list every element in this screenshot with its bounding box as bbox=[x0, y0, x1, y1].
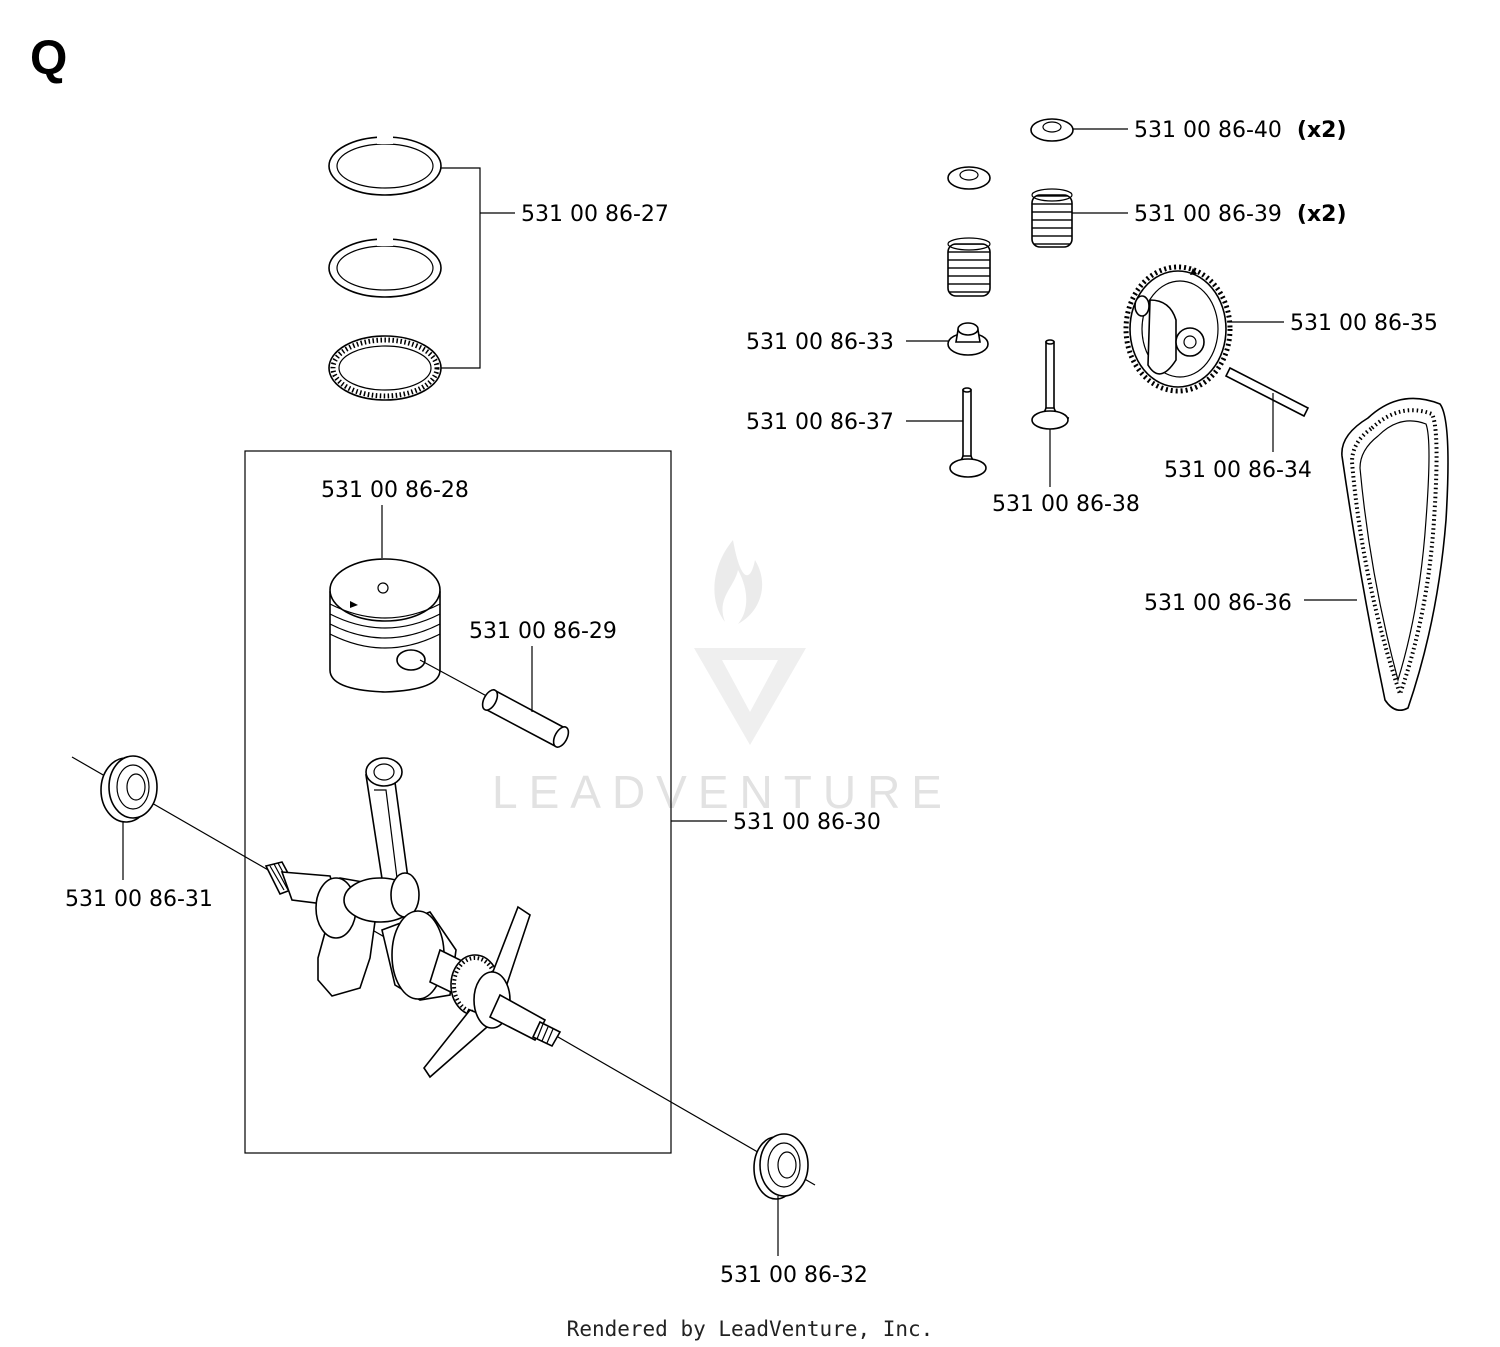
valve-spring-b bbox=[947, 237, 991, 297]
cam-pin bbox=[1224, 366, 1310, 418]
callout-p36: 531 00 86-36 bbox=[1144, 591, 1292, 616]
valve-retainer-b bbox=[947, 166, 991, 190]
callout-p28: 531 00 86-28 bbox=[321, 478, 469, 503]
callout-p35: 531 00 86-35 bbox=[1290, 311, 1438, 336]
timing-belt bbox=[1341, 397, 1449, 711]
callout-p39-qty: (x2) bbox=[1297, 202, 1347, 227]
wrist-pin bbox=[419, 659, 570, 748]
callout-p27: 531 00 86-27 bbox=[521, 202, 669, 227]
callout-p34: 531 00 86-34 bbox=[1164, 458, 1312, 483]
callout-p29: 531 00 86-29 bbox=[469, 619, 617, 644]
callout-p32: 531 00 86-32 bbox=[720, 1263, 868, 1288]
callout-p40: 531 00 86-40 (x2) bbox=[1134, 118, 1347, 143]
callout-p40-qty: (x2) bbox=[1297, 118, 1347, 143]
valve-intake bbox=[949, 387, 987, 478]
valve-stem-seal bbox=[947, 322, 989, 356]
watermark: LEADVENTURE bbox=[492, 540, 953, 818]
callout-p37: 531 00 86-37 bbox=[746, 410, 894, 435]
callout-p30: 531 00 86-30 bbox=[733, 810, 881, 835]
callout-p40-partno: 531 00 86-40 bbox=[1134, 118, 1282, 143]
crankshaft bbox=[264, 757, 562, 1079]
callout-p38: 531 00 86-38 bbox=[992, 492, 1140, 517]
section-letter: Q bbox=[30, 32, 67, 85]
callout-p39-partno: 531 00 86-39 bbox=[1134, 202, 1282, 227]
watermark-text: LEADVENTURE bbox=[492, 766, 953, 818]
kit-box bbox=[244, 450, 672, 1154]
callout-p33: 531 00 86-33 bbox=[746, 330, 894, 355]
piston-rings bbox=[328, 132, 442, 401]
cam-gear bbox=[1123, 264, 1233, 394]
callout-p39: 531 00 86-39 (x2) bbox=[1134, 202, 1347, 227]
piston bbox=[329, 558, 441, 693]
callout-p31: 531 00 86-31 bbox=[65, 887, 213, 912]
seal-left bbox=[100, 755, 158, 823]
valve-retainer-a bbox=[1030, 118, 1074, 142]
valve-spring-a bbox=[1031, 188, 1073, 248]
footer-credit: Rendered by LeadVenture, Inc. bbox=[567, 1317, 934, 1341]
valve-exhaust bbox=[1031, 339, 1070, 430]
callout-labels: 531 00 86-27 531 00 86-28 531 00 86-29 5… bbox=[65, 118, 1438, 1288]
seal-right bbox=[753, 1133, 809, 1200]
